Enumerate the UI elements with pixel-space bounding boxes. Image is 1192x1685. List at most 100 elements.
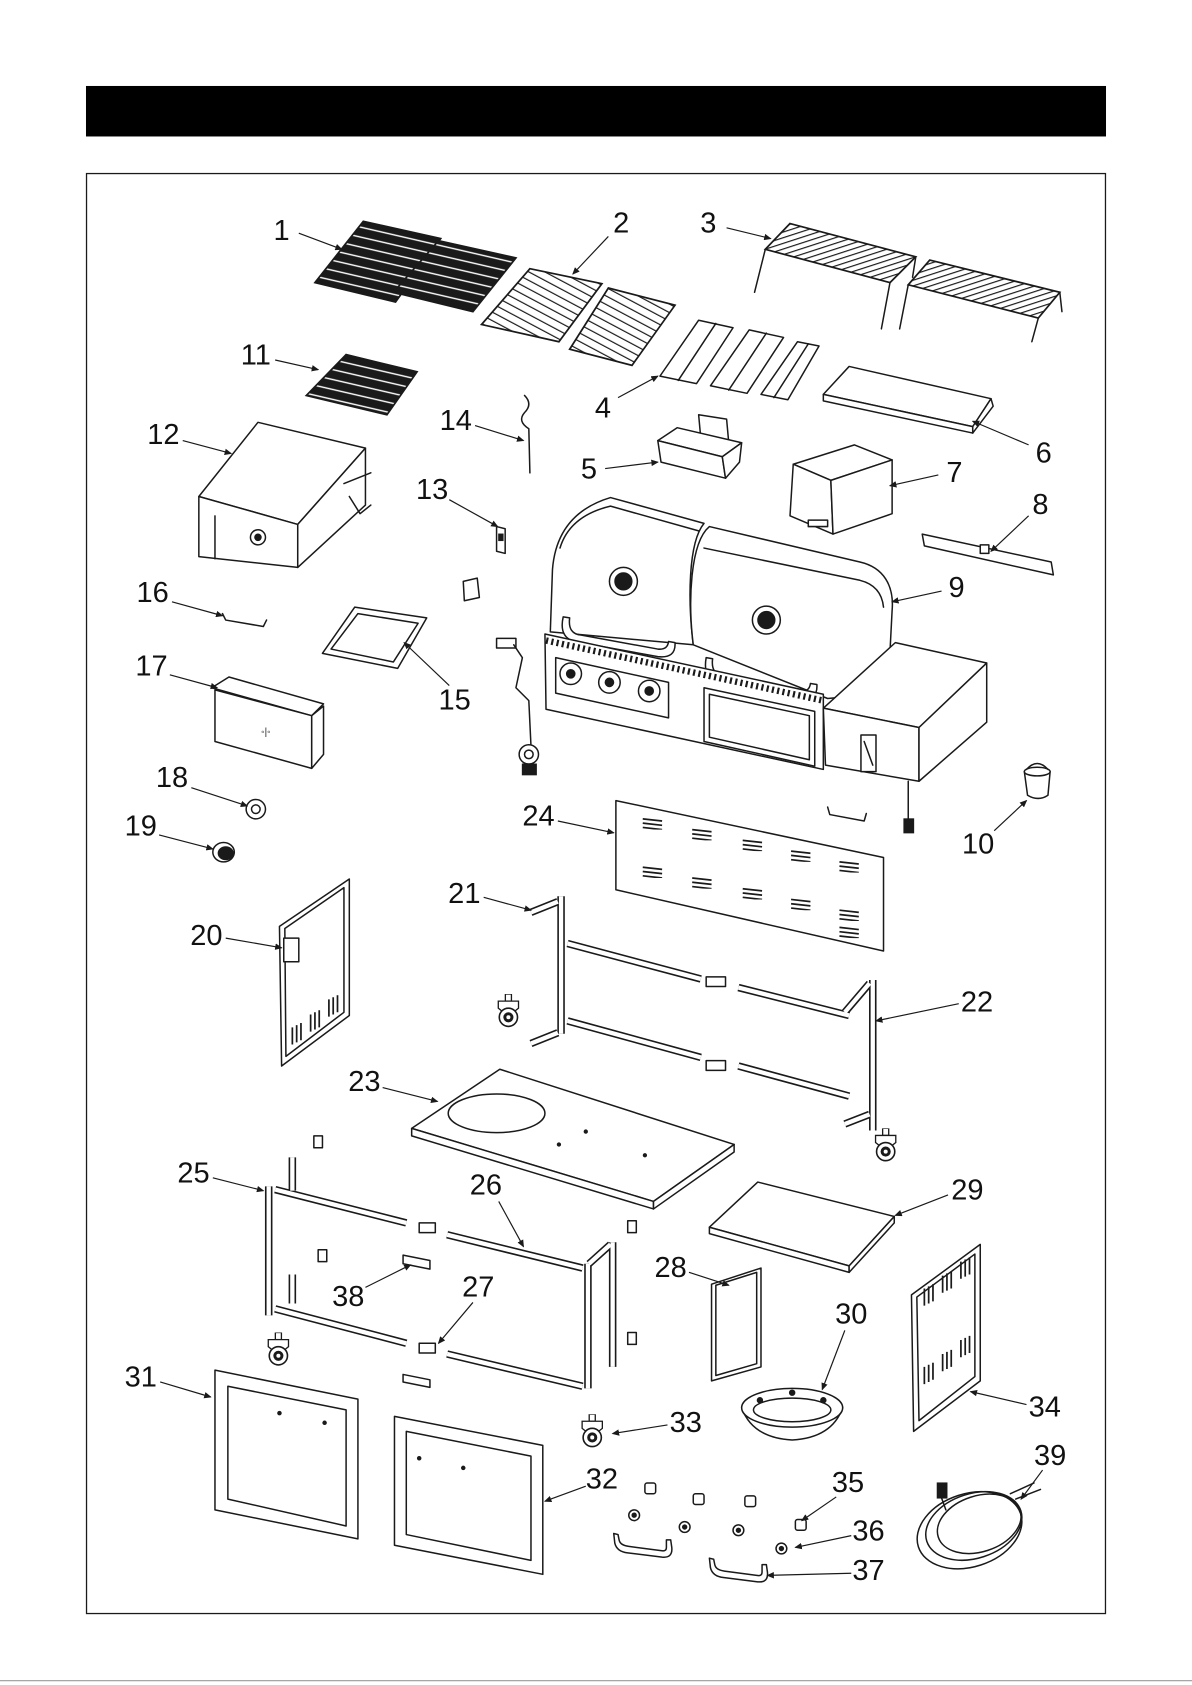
flat-plate-drawing (823, 366, 993, 433)
leader-line-37 (767, 1573, 851, 1575)
right-side-panel-drawing (911, 1244, 980, 1431)
leader-line-23 (383, 1088, 438, 1102)
leader-line-3 (727, 228, 771, 239)
leader-line-24 (558, 821, 614, 833)
leader-line-15 (404, 643, 449, 686)
part-number-3: 3 (700, 208, 716, 240)
leader-line-29 (895, 1195, 948, 1215)
leader-line-9 (892, 591, 941, 602)
part-number-11: 11 (241, 340, 271, 372)
leader-line-35 (802, 1497, 836, 1521)
part-number-27: 27 (462, 1271, 494, 1303)
part-number-30: 30 (835, 1298, 867, 1330)
leader-line-20 (226, 938, 282, 948)
bottom-plate-drawing (412, 1069, 734, 1209)
part-number-17: 17 (135, 650, 167, 682)
leader-line-4 (618, 376, 658, 397)
part-number-12: 12 (147, 419, 179, 451)
part-number-25: 25 (177, 1157, 209, 1189)
part-number-14: 14 (440, 405, 472, 437)
grill-body-assembly-drawing (497, 498, 987, 833)
part-number-26: 26 (470, 1169, 502, 1201)
back-panel-drawing (616, 801, 884, 951)
part-number-33: 33 (670, 1407, 702, 1439)
side-burner-grate-drawing (306, 355, 417, 415)
leader-line-31 (160, 1382, 211, 1397)
grease-cup-tray-drawing (658, 415, 742, 478)
part-number-16: 16 (136, 577, 168, 609)
side-handle-drawing (222, 614, 266, 627)
part-number-38: 38 (332, 1281, 364, 1313)
leader-line-39 (1021, 1470, 1042, 1499)
part-number-23: 23 (348, 1066, 380, 1098)
part-number-32: 32 (586, 1464, 618, 1496)
leader-line-32 (545, 1486, 586, 1501)
leader-line-13 (449, 500, 497, 527)
housing-symbol: ◦|◦ (261, 727, 270, 738)
shelf-plate-drawing (709, 1182, 894, 1272)
leader-line-38 (365, 1265, 410, 1288)
part-number-9: 9 (949, 572, 965, 604)
side-burner-box-drawing (199, 422, 371, 567)
leader-line-18 (191, 788, 247, 806)
leader-line-28 (689, 1272, 729, 1285)
warming-racks-drawing (755, 224, 1062, 342)
part-number-37: 37 (852, 1555, 884, 1587)
door-handles-drawing (614, 1533, 768, 1581)
leader-line-30 (822, 1330, 845, 1389)
part-number-5: 5 (581, 454, 597, 486)
leader-line-17 (170, 675, 217, 688)
connector-bars-drawing (403, 1255, 430, 1387)
leader-line-14 (475, 426, 523, 441)
left-door-drawing (215, 1370, 358, 1539)
leader-line-1 (299, 233, 342, 249)
part-number-21: 21 (448, 878, 480, 910)
leader-line-26 (499, 1201, 524, 1246)
divider-panel-drawing (712, 1268, 761, 1381)
header-bar (86, 86, 1106, 137)
leader-line-6 (973, 421, 1029, 445)
part-number-7: 7 (946, 457, 962, 489)
leader-line-5 (605, 462, 658, 468)
leader-line-27 (439, 1302, 473, 1343)
nuts-and-washers-drawing (629, 1483, 806, 1554)
part-number-8: 8 (1032, 489, 1048, 521)
part-number-6: 6 (1036, 437, 1052, 469)
part-number-10: 10 (962, 829, 994, 861)
bracket-clip-drawing (463, 527, 505, 601)
right-door-drawing (394, 1416, 542, 1574)
leader-line-19 (159, 835, 213, 849)
leader-line-36 (795, 1536, 851, 1548)
small-handle-drawing (828, 807, 867, 821)
leader-line-11 (275, 360, 318, 370)
electrode-wire-drawing (522, 395, 530, 472)
part-number-24: 24 (522, 801, 554, 833)
leader-line-22 (876, 1004, 959, 1021)
support-bar-drawing (922, 534, 1053, 575)
control-knob-drawing (213, 843, 234, 862)
heat-shield-drawing (790, 445, 892, 534)
part-number-15: 15 (439, 685, 471, 717)
leader-line-2 (573, 236, 608, 274)
part-number-28: 28 (655, 1252, 687, 1284)
leader-line-12 (183, 441, 231, 454)
leader-line-33 (613, 1425, 668, 1434)
part-number-1: 1 (274, 215, 290, 247)
grease-bowl-drawing (742, 1388, 843, 1440)
leader-line-8 (991, 516, 1029, 551)
wire-cooking-grates-drawing (482, 269, 675, 366)
part-number-22: 22 (961, 987, 993, 1019)
part-number-2: 2 (613, 208, 629, 240)
part-number-34: 34 (1029, 1392, 1061, 1424)
part-number-18: 18 (156, 762, 188, 794)
part-number-31: 31 (125, 1362, 157, 1394)
left-side-panel-drawing (279, 879, 349, 1066)
leader-line-7 (890, 475, 938, 486)
part-number-20: 20 (190, 920, 222, 952)
leader-line-16 (172, 602, 223, 616)
leader-line-21 (484, 897, 531, 910)
leader-line-34 (971, 1392, 1027, 1405)
part-number-29: 29 (951, 1175, 983, 1207)
burner-housing-drawing: ◦|◦ (212, 677, 324, 768)
